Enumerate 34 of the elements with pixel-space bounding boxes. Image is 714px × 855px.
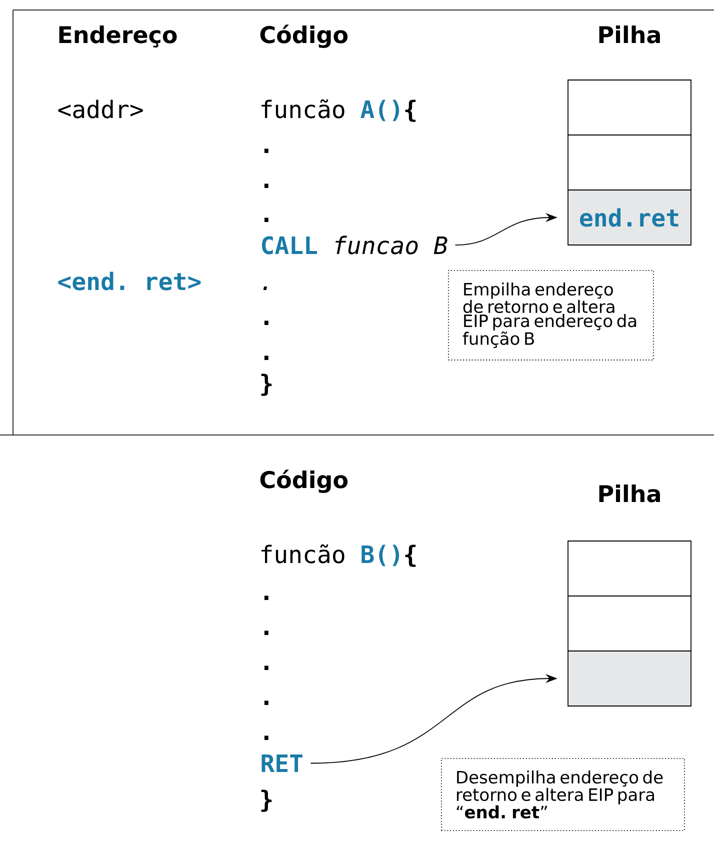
code-text: funcão	[262, 544, 344, 564]
code-text: funcão	[262, 99, 344, 118]
stack-cell	[568, 540, 692, 596]
code-text: <addr>	[58, 100, 143, 118]
column-heading: Código	[260, 24, 348, 48]
code-text: B()	[362, 544, 400, 566]
code-text: }	[261, 790, 272, 812]
code-text: CALL funcao B	[262, 236, 448, 254]
column-heading: Pilha	[599, 26, 660, 44]
code-text: .	[264, 596, 268, 600]
code-text: .	[264, 666, 268, 670]
stack-cell: end.ret	[568, 190, 692, 246]
column-heading: Endereço	[59, 26, 177, 48]
column-heading: Pilha	[599, 484, 660, 502]
code-text: .	[264, 184, 268, 188]
code-text: A()	[360, 100, 400, 122]
column-heading: Código	[260, 470, 348, 493]
code-text: {	[405, 544, 416, 567]
code-text: .	[264, 218, 268, 222]
code-text: .	[264, 148, 268, 153]
code-text: .	[264, 320, 268, 325]
code-text: .	[264, 700, 268, 705]
code-text: .	[264, 356, 268, 360]
note-box: Empilha endereço de retorno e altera EIP para endereço da função B	[448, 270, 654, 360]
code-text: }	[261, 374, 272, 396]
code-text: .	[264, 630, 268, 635]
note-box: Desempilha endereço de retorno e altera EIP para “end. ret”	[441, 758, 685, 831]
code-text: <end. ret>	[58, 272, 201, 290]
code-text: .	[264, 736, 268, 740]
stack-cell	[568, 80, 692, 136]
code-text: RET	[262, 754, 302, 772]
code-text: {	[405, 100, 416, 122]
code-text: .	[263, 286, 267, 290]
stack-cell	[568, 650, 692, 706]
